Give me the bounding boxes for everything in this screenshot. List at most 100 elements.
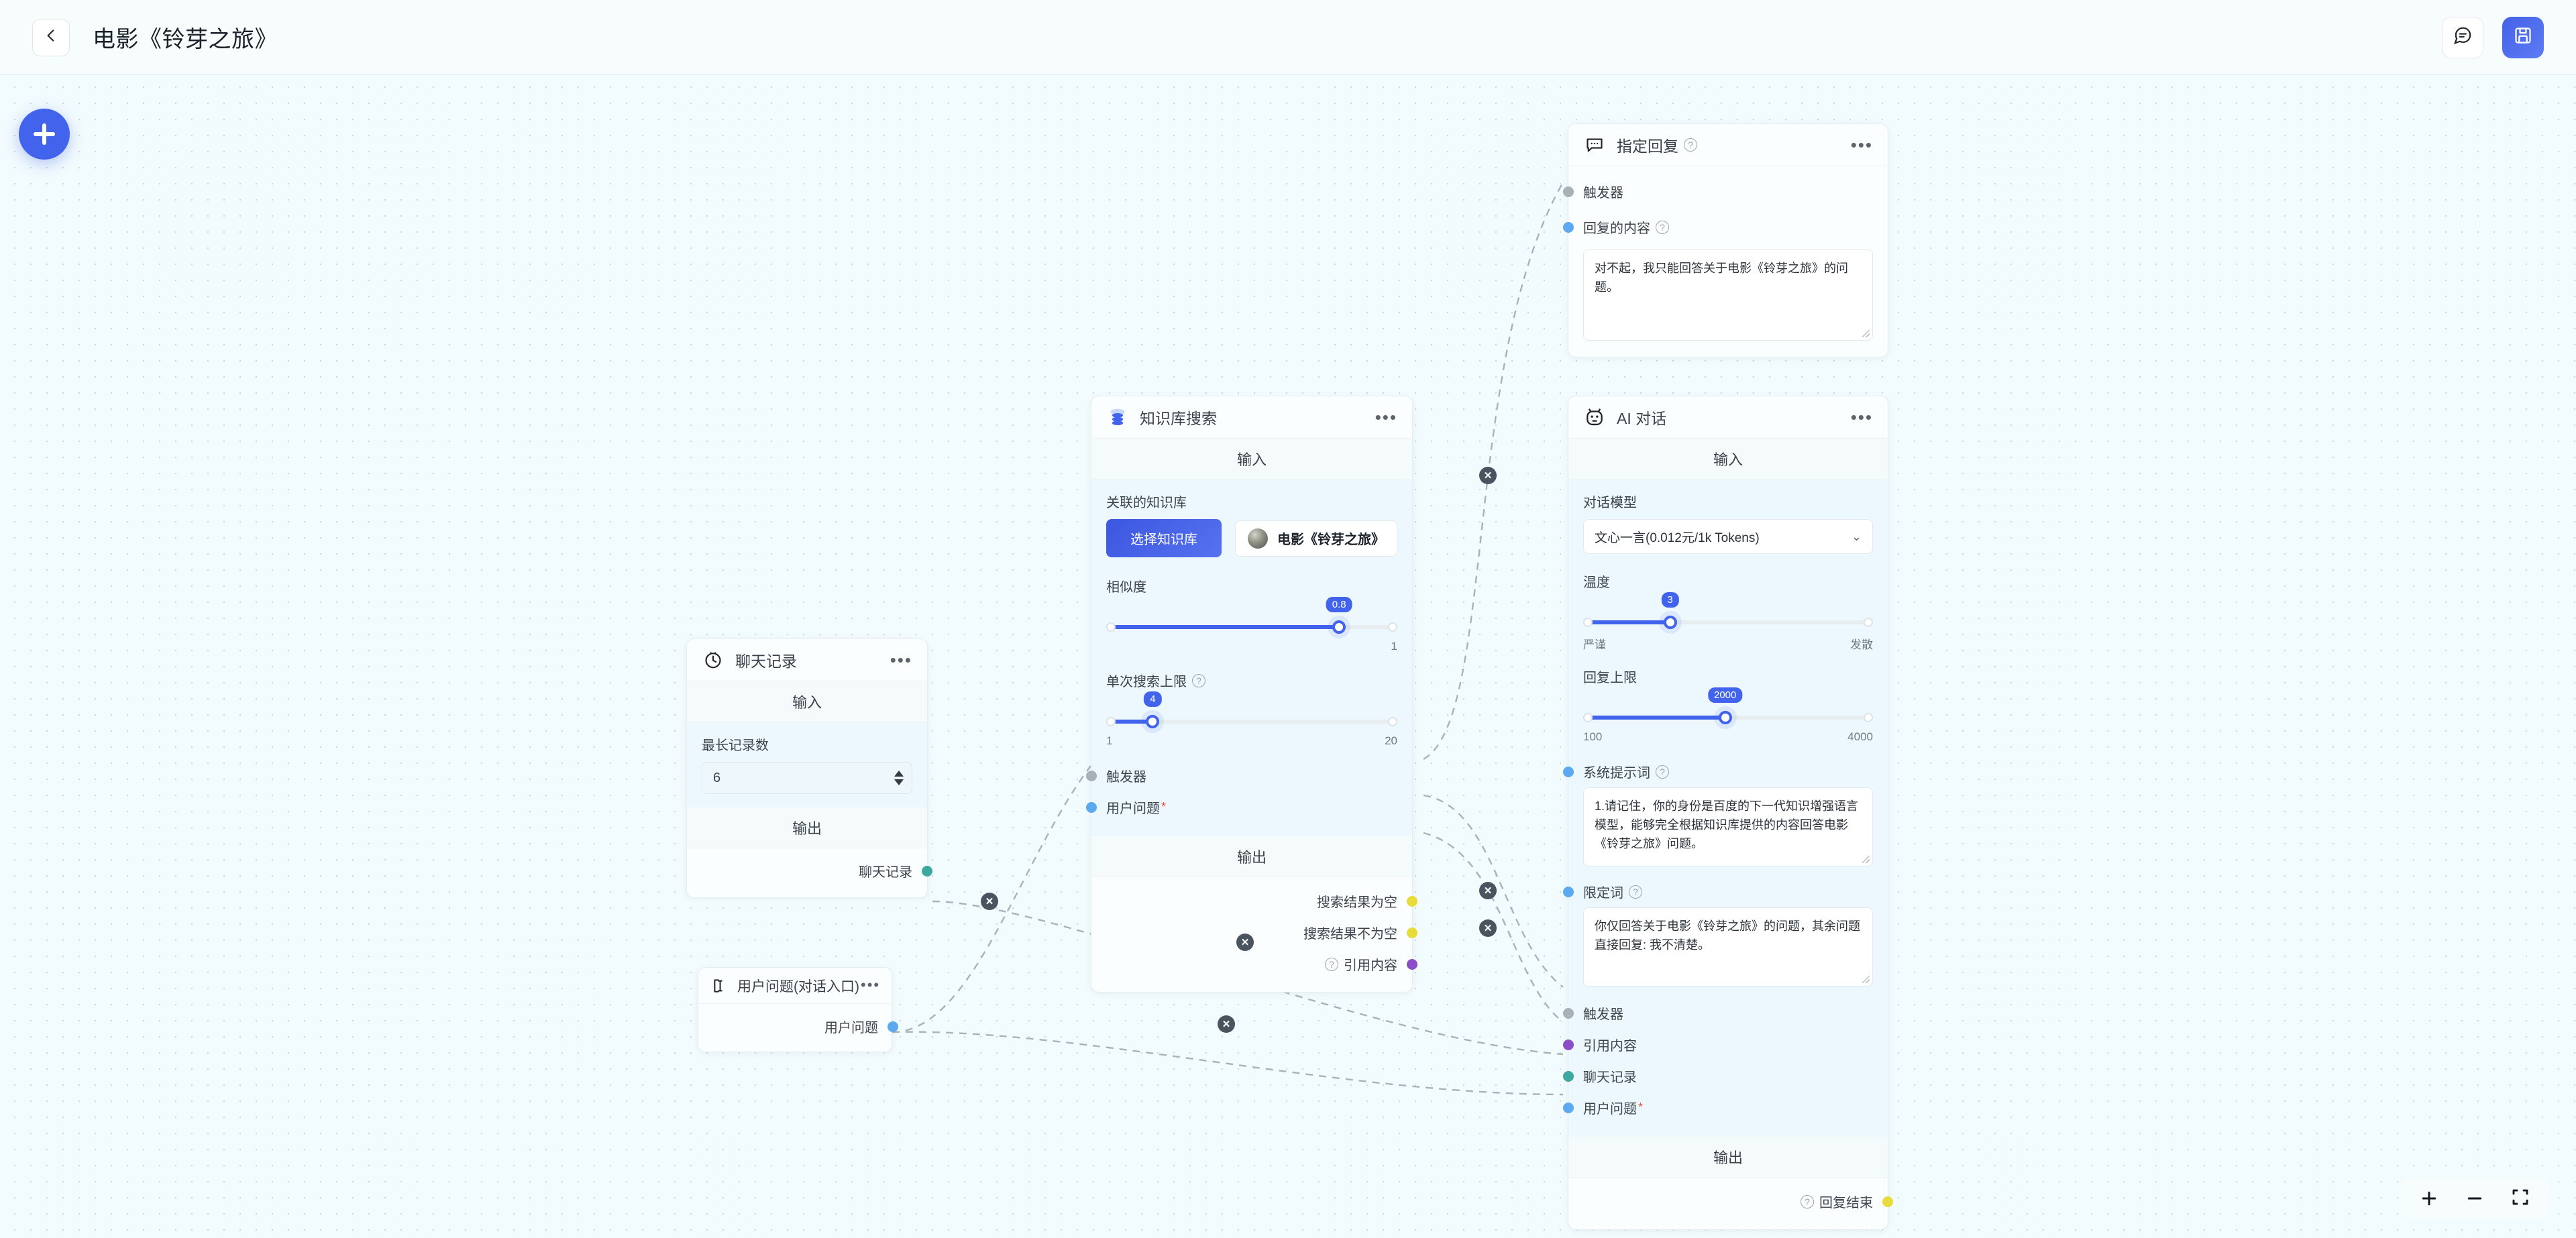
port-dot-purple[interactable] bbox=[1407, 958, 1417, 970]
model-select[interactable]: 文心一言(0.012元/1k Tokens) ⌄ bbox=[1583, 519, 1873, 554]
search-limit-min-tick: 1 bbox=[1106, 734, 1113, 747]
port-dot-gray[interactable] bbox=[1563, 1007, 1574, 1019]
port-row-quote-in[interactable]: 引用内容 bbox=[1563, 1029, 1873, 1060]
speech-bubble-dots-icon bbox=[1583, 133, 1606, 156]
zoom-in-button[interactable] bbox=[2418, 1187, 2440, 1210]
linked-kb-label: 关联的知识库 bbox=[1106, 496, 1187, 510]
temperature-slider[interactable]: 3 bbox=[1583, 592, 1873, 631]
help-icon[interactable]: ? bbox=[1192, 673, 1205, 687]
help-icon[interactable]: ? bbox=[1656, 220, 1669, 234]
port-dot-yellow[interactable] bbox=[1407, 927, 1417, 938]
node-menu-button[interactable]: ••• bbox=[1375, 406, 1397, 427]
reply-limit-slider[interactable]: 2000 bbox=[1583, 687, 1873, 726]
port-label: 引用内容 bbox=[1583, 1039, 1637, 1054]
port-dot-teal[interactable] bbox=[922, 865, 932, 877]
help-icon[interactable]: ? bbox=[1325, 957, 1338, 971]
stepper-increment-icon[interactable] bbox=[894, 771, 904, 777]
port-row-quote-content[interactable]: ? 引用内容 bbox=[1106, 948, 1417, 980]
port-row-trigger-in[interactable]: 触发器 bbox=[1563, 176, 1873, 207]
help-icon[interactable]: ? bbox=[1684, 138, 1697, 152]
node-menu-button[interactable]: ••• bbox=[1850, 134, 1873, 155]
reply-content-textarea[interactable]: 对不起，我只能回答关于电影《铃芽之旅》的问题。 bbox=[1583, 249, 1873, 341]
edge-delete-button[interactable]: ✕ bbox=[1479, 919, 1497, 937]
port-row-user-question-in[interactable]: 用户问题* bbox=[1086, 791, 1397, 823]
port-row-chat-record-out[interactable]: 聊天记录 bbox=[702, 855, 932, 887]
slider-fill bbox=[1106, 720, 1153, 724]
port-row-user-question-in[interactable]: 用户问题* bbox=[1563, 1092, 1873, 1123]
port-dot-blue[interactable] bbox=[1563, 766, 1574, 777]
help-icon[interactable]: ? bbox=[1801, 1194, 1814, 1208]
similarity-slider-handle[interactable] bbox=[1332, 620, 1346, 634]
node-header: 指定回复 ? ••• bbox=[1568, 124, 1888, 166]
port-dot-yellow[interactable] bbox=[1407, 895, 1417, 907]
fit-screen-button[interactable] bbox=[2509, 1187, 2532, 1210]
help-icon[interactable]: ? bbox=[1656, 765, 1669, 779]
zoom-out-button[interactable] bbox=[2463, 1187, 2486, 1210]
port-dot-yellow[interactable] bbox=[1882, 1196, 1893, 1207]
node-designated-reply[interactable]: 指定回复 ? ••• 触发器 回复的内容 ? 对不起，我只能回答关于电影《铃芽之… bbox=[1563, 123, 1888, 357]
node-menu-button[interactable]: ••• bbox=[861, 976, 881, 994]
edge-delete-button[interactable]: ✕ bbox=[981, 893, 998, 910]
output-section: 用户问题 bbox=[698, 1004, 898, 1052]
reply-limit-slider-handle[interactable] bbox=[1718, 711, 1732, 724]
kb-chip[interactable]: 电影《铃芽之旅》 bbox=[1235, 520, 1397, 557]
save-button[interactable] bbox=[2502, 16, 2544, 58]
similarity-slider[interactable]: 0.8 bbox=[1106, 597, 1397, 636]
temperature-slider-handle[interactable] bbox=[1663, 616, 1677, 629]
temperature-scale: 严谨 发散 bbox=[1583, 635, 1873, 652]
port-dot-gray[interactable] bbox=[1086, 770, 1097, 781]
slider-min-end bbox=[1583, 713, 1593, 722]
header-actions bbox=[2442, 16, 2544, 58]
system-prompt-textarea[interactable]: 1.请记住，你的身份是百度的下一代知识增强语言模型，能够完全根据知识库提供的内容… bbox=[1583, 787, 1873, 866]
port-row-user-question-out[interactable]: 用户问题 bbox=[712, 1011, 898, 1042]
input-section: 关联的知识库 选择知识库 电影《铃芽之旅》 相似度 0.8 1 bbox=[1086, 480, 1412, 836]
slider-min-end bbox=[1106, 717, 1116, 726]
node-menu-button[interactable]: ••• bbox=[1850, 406, 1873, 427]
port-row-empty-result[interactable]: 搜索结果为空 bbox=[1106, 885, 1417, 917]
edge-delete-button[interactable]: ✕ bbox=[1236, 934, 1254, 951]
help-icon[interactable]: ? bbox=[1629, 885, 1642, 899]
port-dot-blue[interactable] bbox=[1086, 801, 1097, 813]
search-limit-slider-handle[interactable] bbox=[1146, 715, 1160, 728]
kb-avatar bbox=[1248, 528, 1268, 549]
comments-button[interactable] bbox=[2442, 16, 2483, 58]
port-row-system-prompt[interactable]: 系统提示词 ? bbox=[1563, 756, 1873, 787]
edge-delete-button[interactable]: ✕ bbox=[1479, 467, 1497, 484]
search-limit-slider[interactable]: 4 bbox=[1106, 691, 1397, 730]
port-row-trigger-in[interactable]: 触发器 bbox=[1563, 997, 1873, 1029]
port-row-limit-word[interactable]: 限定词 ? bbox=[1563, 876, 1873, 907]
node-ai-chat[interactable]: AI 对话 ••• 输入 对话模型 文心一言(0.012元/1k Tokens)… bbox=[1563, 396, 1893, 1230]
node-kb-search[interactable]: 知识库搜索 ••• 输入 关联的知识库 选择知识库 电影《铃芽之旅》 相似度 0… bbox=[1086, 396, 1417, 993]
port-dot-blue[interactable] bbox=[1563, 886, 1574, 897]
edge-delete-button[interactable]: ✕ bbox=[1218, 1015, 1235, 1033]
port-dot-blue[interactable] bbox=[1563, 1102, 1574, 1113]
node-user-question[interactable]: 用户问题(对话入口) ••• 用户问题 bbox=[698, 967, 898, 1052]
add-node-button[interactable] bbox=[19, 109, 70, 160]
output-section: ? 回复结束 bbox=[1568, 1178, 1893, 1229]
stepper-decrement-icon[interactable] bbox=[894, 779, 904, 785]
port-dot-purple[interactable] bbox=[1563, 1039, 1574, 1050]
edge-delete-button[interactable]: ✕ bbox=[1479, 882, 1497, 899]
slider-max-end bbox=[1388, 622, 1397, 632]
max-records-stepper[interactable]: 6 bbox=[702, 762, 912, 794]
select-kb-button[interactable]: 选择知识库 bbox=[1106, 519, 1222, 557]
input-section-label: 输入 bbox=[1091, 439, 1412, 480]
port-dot-blue[interactable] bbox=[888, 1021, 898, 1032]
page-title: 电影《铃芽之旅》 bbox=[93, 27, 278, 52]
port-row-reply-end[interactable]: ? 回复结束 bbox=[1583, 1186, 1893, 1217]
app-header: 电影《铃芽之旅》 bbox=[0, 0, 2576, 75]
node-menu-button[interactable]: ••• bbox=[890, 649, 912, 670]
reply-limit-max-tick: 4000 bbox=[1847, 730, 1873, 743]
port-dot-teal[interactable] bbox=[1563, 1070, 1574, 1082]
port-row-chat-record-in[interactable]: 聊天记录 bbox=[1563, 1060, 1873, 1092]
limit-word-textarea[interactable]: 你仅回答关于电影《铃芽之旅》的问题，其余问题直接回复: 我不清楚。 bbox=[1583, 907, 1873, 987]
port-row-trigger-in[interactable]: 触发器 bbox=[1086, 760, 1397, 791]
port-dot-blue[interactable] bbox=[1563, 221, 1574, 233]
flow-canvas[interactable]: ✕ ✕ ✕ ✕ ✕ ✕ 聊天记录 ••• 输入 最长记录数 6 bbox=[0, 75, 2576, 1238]
port-row-reply-content[interactable]: 回复的内容 ? bbox=[1563, 211, 1873, 243]
port-dot-gray[interactable] bbox=[1563, 186, 1574, 197]
required-marker: * bbox=[1161, 800, 1167, 813]
back-button[interactable] bbox=[32, 18, 70, 56]
port-label: 搜索结果不为空 bbox=[1303, 927, 1397, 942]
node-chat-record[interactable]: 聊天记录 ••• 输入 最长记录数 6 输出 聊天记录 bbox=[686, 638, 932, 898]
